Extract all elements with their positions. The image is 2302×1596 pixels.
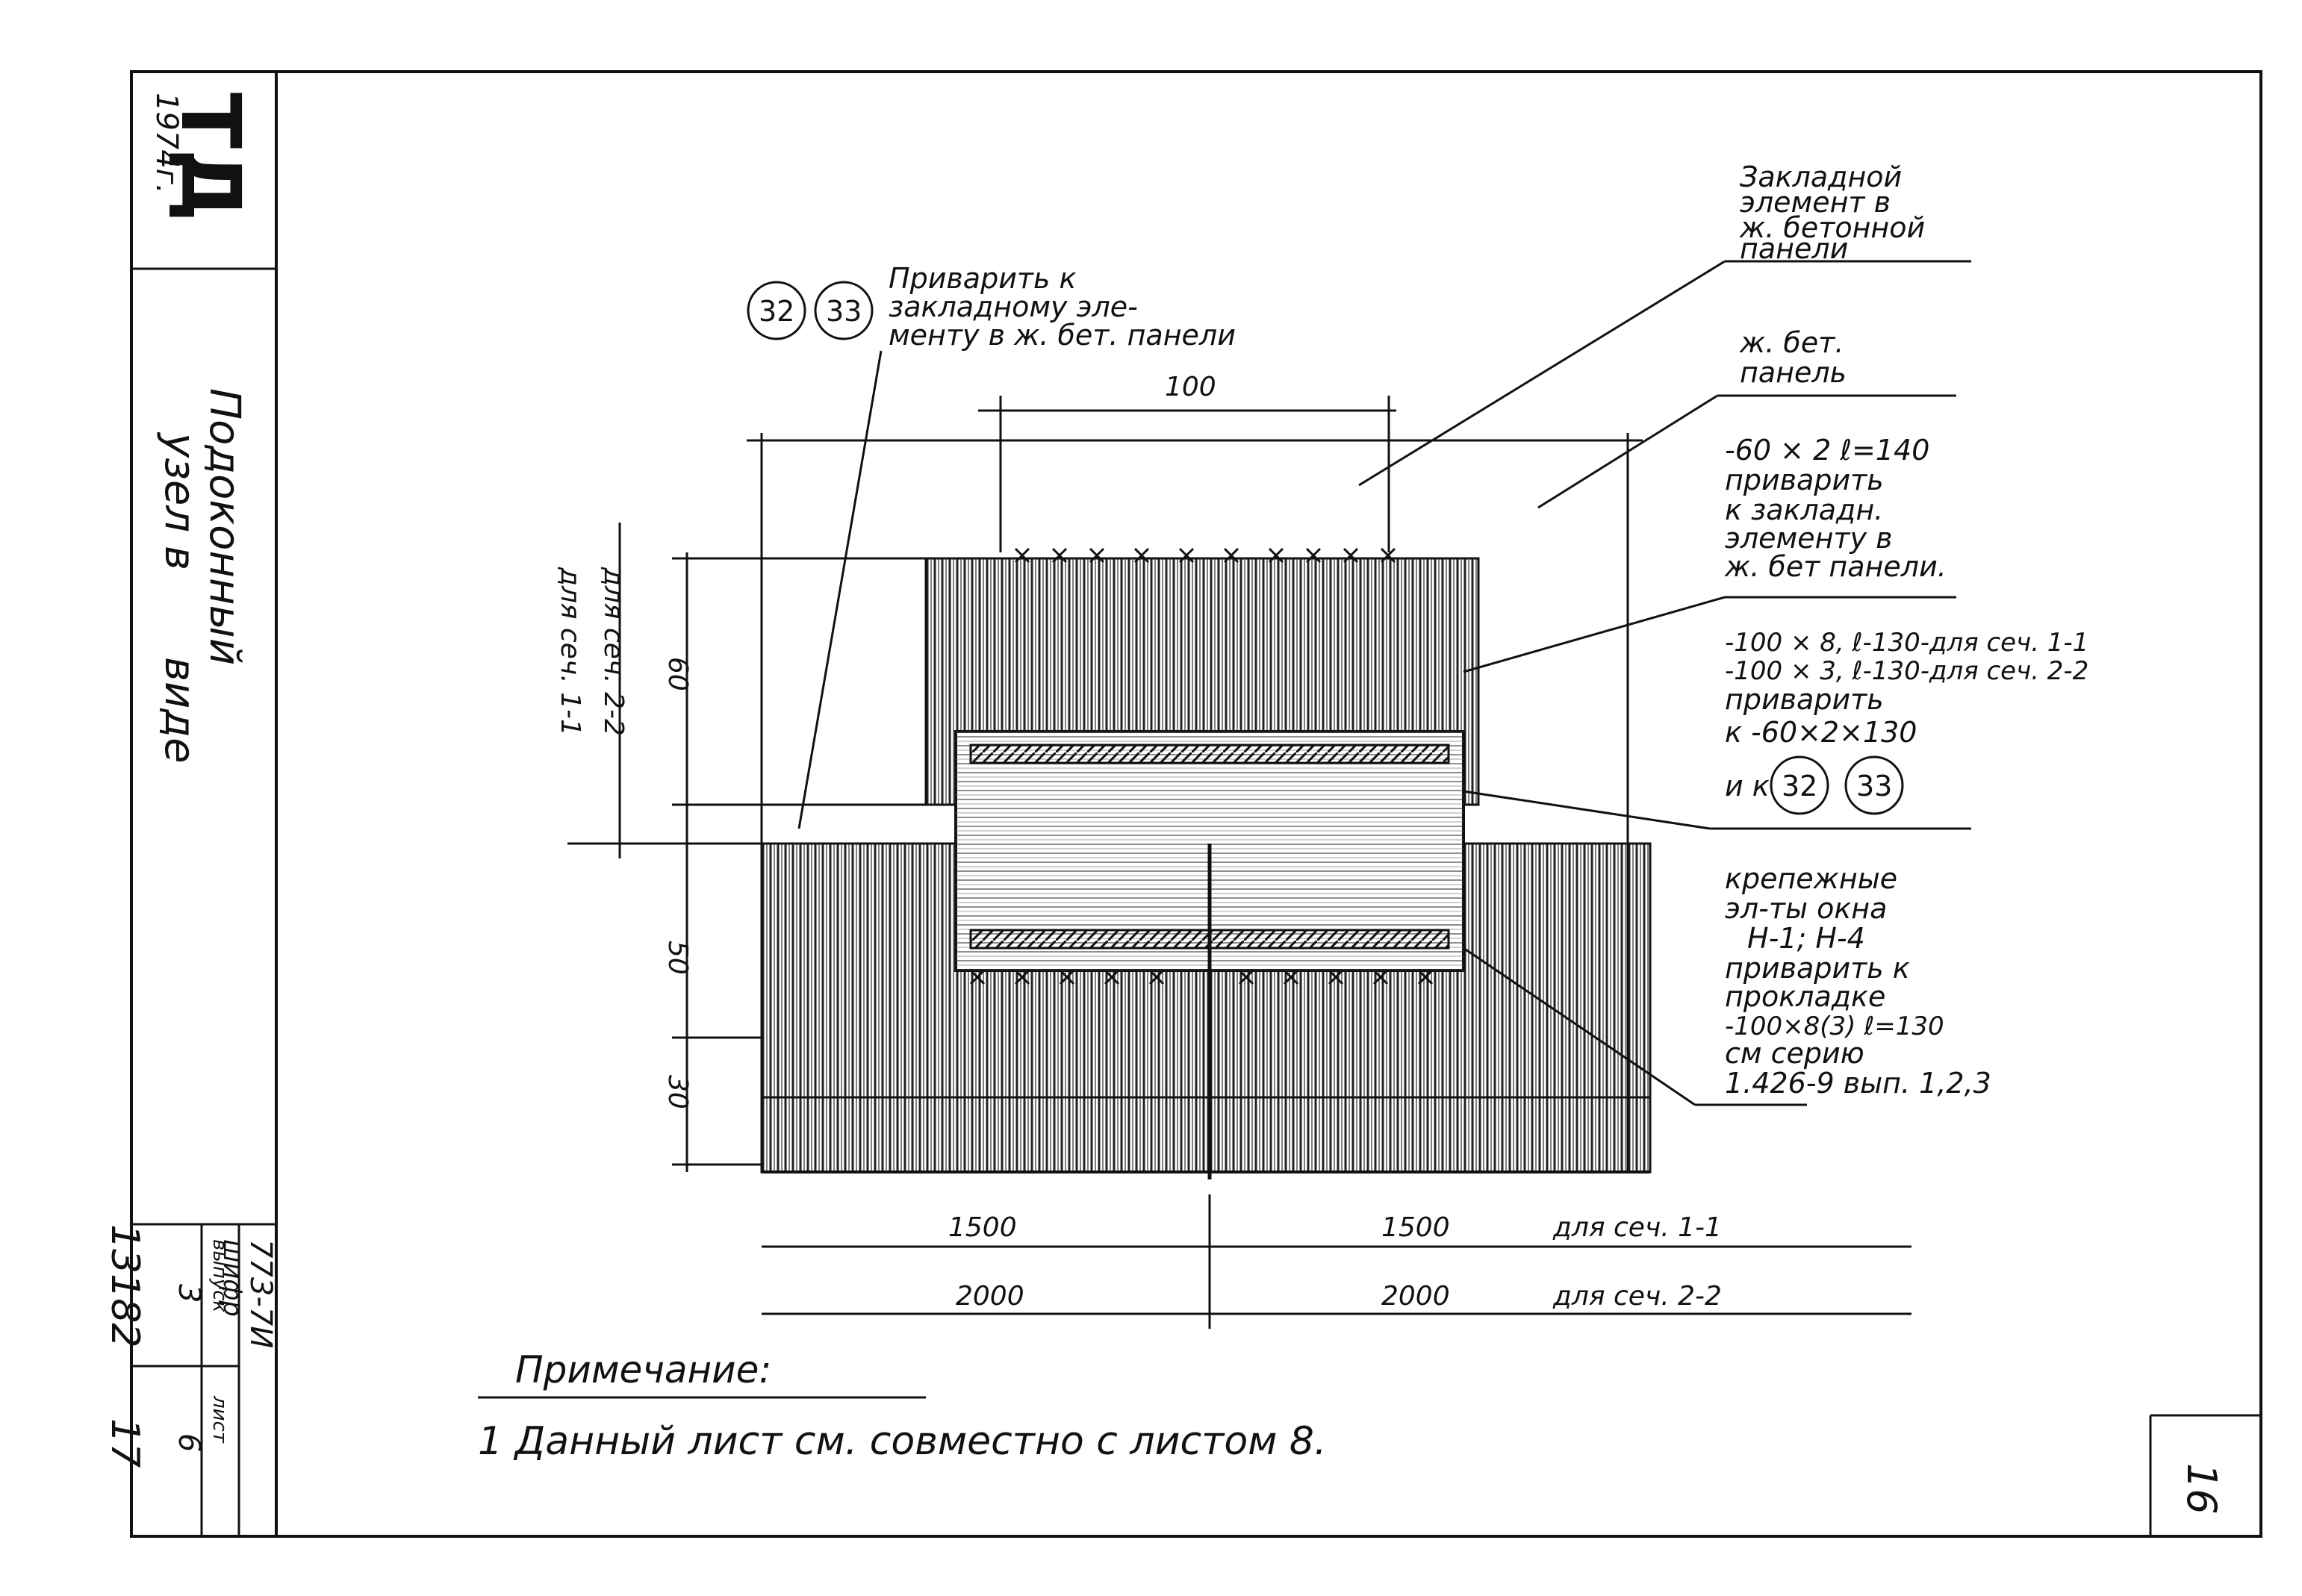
strip100-line-4: к -60×2×130 [1725,716,1917,749]
callout-weld: 32 33 Приварить к закладному эле- менту … [747,262,1236,352]
fasten-line-3: Н-1; Н-4 [1747,922,1865,955]
strip60-line-5: ж. бет панели. [1724,550,1947,583]
code-value: 773-7И [243,1239,278,1348]
strip100-line-1: -100 × 8, ℓ-130-для сеч. 1-1 [1725,628,2088,658]
leader-lines [797,260,1971,1106]
fasten-line-1: крепежные [1725,862,1897,895]
archive-number: 13182 [102,1224,147,1347]
note-block: Примечание: 1 Данный лист см. совместно … [478,1348,1327,1464]
panel-line-1: ж. бет. [1739,326,1844,359]
mark-33: 33 [826,295,862,328]
mark-32-circle [747,281,806,340]
strip100-line-3: приварить [1725,683,1884,716]
fasten-line-7: см серию [1725,1037,1864,1070]
strip60-line-3: к закладн. [1725,493,1883,526]
strip60-line-1: -60 × 2 ℓ=140 [1725,434,1929,467]
top-plate [969,744,1450,764]
mark-32-b: 32 [1782,770,1817,802]
title-line-1: Подоконный [200,388,249,665]
title-line-3: виде [155,657,204,764]
strip60-line-4: элементу в [1725,522,1893,555]
page-number: 16 [2178,1463,2225,1515]
callout-strip-100: -100 × 8, ℓ-130-для сеч. 1-1 -100 × 3, ℓ… [1725,628,2088,815]
code-label: шифр [217,1239,247,1317]
mark-33-b: 33 [1856,770,1892,802]
weld-note-line-1: Приварить к [889,262,1077,295]
sheet-label: лист [208,1395,231,1444]
mark-33-circle [814,281,874,340]
mark-32-circle-b [1770,755,1829,815]
fasten-line-8: 1.426-9 вып. 1,2,3 [1725,1067,1991,1100]
fasten-line-6: -100×8(3) ℓ=130 [1725,1011,1944,1041]
weld-note-line-2: закладному эле- [889,290,1138,323]
dim-sec-1-1: для сеч. 1-1 [555,567,585,736]
issue-value: 3 [172,1284,206,1303]
mark-32: 32 [759,295,794,328]
strip100-line-5: и к [1725,770,1770,802]
callout-fastening: крепежные эл-ты окна Н-1; Н-4 приварить … [1725,862,1991,1100]
dimension-values: 100 60 50 30 для сеч. 1-1 для сеч. 2-2 1… [555,372,1722,1312]
title-block: ТД 1974г. Подоконный узел в виде 773-7И … [102,93,278,1468]
dim-row1-note: для сеч. 1-1 [1552,1212,1722,1243]
embedded-line-2: элемент в [1740,186,1891,219]
archive-page: 17 [102,1418,147,1468]
embedded-line-3: ж. бетонной [1739,211,1925,244]
year-label: 1974г. [149,93,184,194]
dim-row1-right: 1500 [1381,1212,1450,1243]
dim-row2-left: 2000 [956,1281,1024,1312]
weld-marks [969,547,1434,985]
fasten-line-2: эл-ты окна [1725,892,1887,925]
dimension-lines [567,396,1911,1329]
sheet-value: 6 [172,1433,206,1452]
strip60-line-2: приварить [1725,464,1884,496]
callout-panel: ж. бет. панель [1739,326,1847,389]
embedded-line-1: Закладной [1740,160,1902,193]
dim-row1-left: 1500 [948,1212,1017,1243]
dim-top-100: 100 [1165,372,1216,402]
issue-label: выпуск [208,1239,231,1313]
strip100-line-2: -100 × 3, ℓ-130-для сеч. 2-2 [1725,656,2088,686]
dim-sec-2-2: для сеч. 2-2 [598,567,629,736]
callout-embedded-element: Закладной элемент в ж. бетонной панели [1739,160,1925,265]
dim-60: 60 [662,657,693,691]
title-line-2: узел в [155,431,204,570]
weld-note-line-3: менту в ж. бет. панели [889,319,1236,352]
section-drawing [760,547,1652,1179]
dim-30: 30 [662,1075,693,1109]
dim-50: 50 [662,941,693,975]
panel-line-2: панель [1740,356,1847,389]
note-text: 1 Данный лист см. совместно с листом 8. [478,1419,1327,1464]
sheet-frame [130,70,2262,1538]
dim-row2-note: для сеч. 2-2 [1552,1281,1722,1312]
mark-33-circle-b [1844,755,1904,815]
org-logo: ТД [163,93,258,222]
callout-strip-60: -60 × 2 ℓ=140 приварить к закладн. элеме… [1724,434,1947,583]
fasten-line-5: прокладке [1725,980,1885,1013]
embedded-line-4: панели [1740,232,1848,265]
fasten-line-4: приварить к [1725,952,1910,985]
note-heading: Примечание: [515,1348,771,1391]
dim-row2-right: 2000 [1381,1281,1450,1312]
